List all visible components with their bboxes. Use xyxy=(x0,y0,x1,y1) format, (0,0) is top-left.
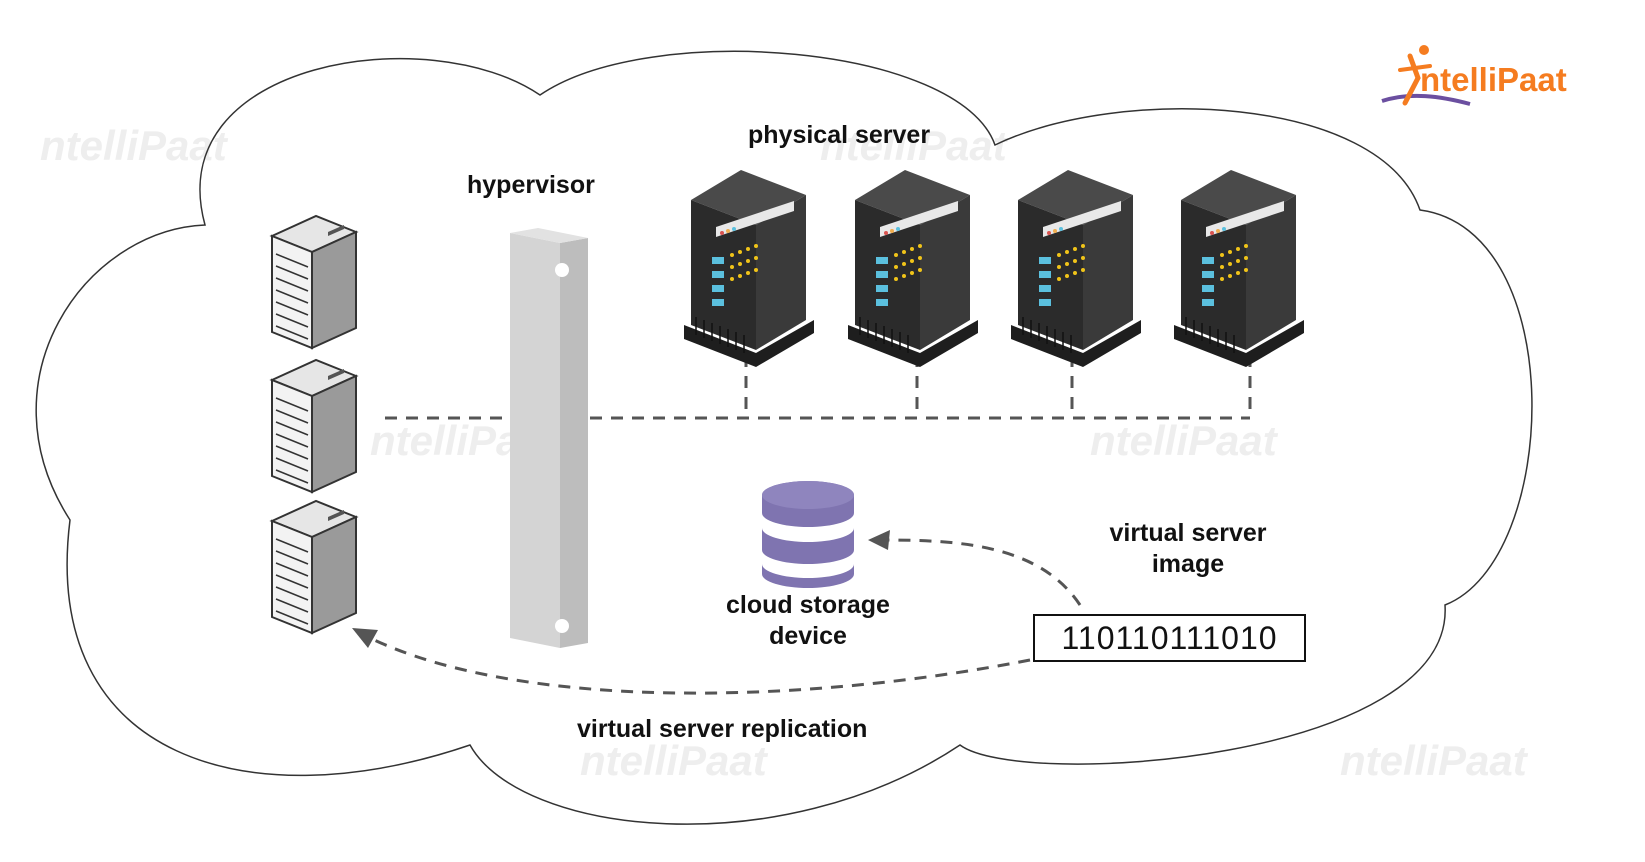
virtual-server-image-label-line1: virtual server xyxy=(1109,519,1267,547)
physical-server-label: physical server xyxy=(748,121,931,149)
physical-server-2 xyxy=(847,169,979,368)
virtual-server-2 xyxy=(271,359,357,493)
database-icon xyxy=(762,481,854,588)
hypervisor-label: hypervisor xyxy=(467,171,595,199)
virtual-server-3 xyxy=(271,500,357,634)
physical-server-4 xyxy=(1173,169,1305,368)
physical-server-1 xyxy=(683,169,815,368)
virtual-server-replication-label: virtual server replication xyxy=(577,715,868,743)
virtual-server-image-label-line2: image xyxy=(1151,550,1225,578)
hypervisor-column xyxy=(510,228,588,648)
image-to-storage-arrow xyxy=(868,530,1082,606)
logo-text: ntelliPaat xyxy=(1420,61,1567,98)
cloud-storage-label-line1: cloud storage xyxy=(726,591,890,619)
watermark-text: ntelliPaat xyxy=(820,122,1009,169)
cloud-storage-label-line2: device xyxy=(769,622,847,650)
virtual-server-image-binary: 110110111010 xyxy=(1033,614,1306,662)
watermark-text: ntelliPaat xyxy=(1340,737,1529,784)
network-connections xyxy=(385,355,1252,420)
cloud-outline xyxy=(35,50,1533,825)
watermark-text: ntelliPaat xyxy=(1090,417,1279,464)
watermark-text: ntelliPaat xyxy=(580,737,769,784)
physical-server-3 xyxy=(1010,169,1142,368)
intellipaat-logo: ntelliPaat xyxy=(1378,44,1588,114)
watermark-text: ntelliPaat xyxy=(40,122,229,169)
watermark-layer: ntelliPaat ntelliPaat ntelliPaat ntelliP… xyxy=(40,122,1529,784)
intellipaat-runner-logo-icon xyxy=(1381,45,1471,106)
replication-arrow xyxy=(352,628,1031,695)
virtual-server-1 xyxy=(271,215,357,349)
